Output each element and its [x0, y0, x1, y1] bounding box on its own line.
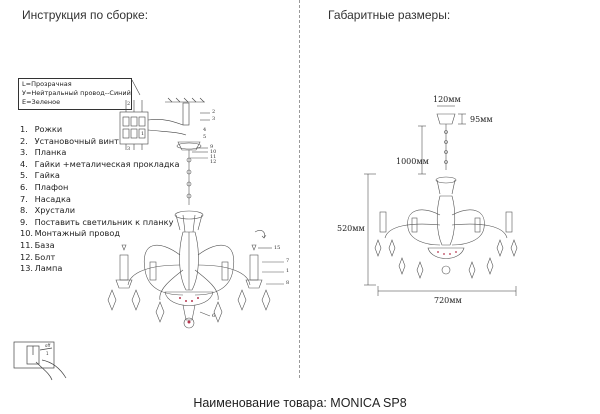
parts-list-item: 12. Болт	[20, 252, 179, 264]
callout-label: 3	[127, 146, 131, 152]
part-label: Болт	[34, 251, 56, 262]
product-name: Наименование товара: MONICA SP8	[193, 396, 407, 410]
part-label: Рожки	[34, 124, 63, 134]
callout-label: 2	[127, 101, 131, 107]
part-label: Гайка	[34, 170, 60, 181]
part-label: База	[34, 239, 55, 250]
part-number: 5.	[20, 170, 28, 181]
callout-label: 8	[286, 280, 290, 286]
callout-label: 4	[203, 127, 207, 133]
callout-label: 1	[141, 131, 145, 137]
parts-list-item: 5. Гайка	[20, 170, 179, 182]
parts-list-item: 7. Насадка	[20, 194, 179, 206]
part-number: 8.	[20, 205, 28, 216]
part-label: Гайки +металическая прокладка	[34, 158, 180, 169]
part-label: Поставить светильник к планку	[34, 216, 174, 227]
part-label: Лампа	[34, 263, 63, 274]
part-number: 12.	[20, 251, 34, 262]
parts-list: 1. Рожки 2. Установочный винт 3. Планка …	[20, 124, 179, 275]
callout-label: 12	[210, 159, 217, 165]
wiring-legend-line: E=Зеленое	[22, 98, 61, 106]
part-label: Планка	[34, 147, 67, 158]
parts-list-item: 6. Плафон	[20, 182, 179, 194]
parts-list-item: 3. Планка	[20, 147, 179, 159]
parts-list-item: 11. База	[20, 240, 179, 252]
parts-list-item: 10. Монтажный провод	[20, 228, 179, 240]
part-number: 9.	[20, 216, 28, 227]
part-number: 13.	[20, 263, 34, 274]
callout-label: 5	[203, 134, 207, 140]
part-number: 7.	[20, 193, 28, 204]
callout-label: 15	[274, 245, 281, 251]
part-number: 10.	[20, 228, 34, 239]
chain-length-label: 1000мм	[396, 157, 429, 166]
callout-label: 6	[212, 313, 216, 319]
part-number: 1.	[20, 124, 28, 134]
callout-label: 9	[210, 144, 214, 150]
callout-label: 3	[212, 116, 216, 122]
callout-label: 1	[286, 268, 290, 274]
parts-list-item: 8. Хрустали	[20, 205, 179, 217]
part-number: 3.	[20, 147, 28, 158]
parts-list-item: 13. Лампа	[20, 263, 179, 275]
parts-list-item: 1. Рожки	[20, 124, 179, 136]
part-label: Хрустали	[34, 205, 76, 216]
part-number: 4.	[20, 158, 28, 169]
overall-width-label: 720мм	[434, 296, 462, 305]
svg-text:1: 1	[46, 351, 49, 356]
wiring-legend: L=Прозрачная У=Нейтральный провод--Синий…	[18, 78, 132, 110]
wiring-legend-line: L=Прозрачная	[22, 80, 72, 88]
canopy-height-label: 95мм	[470, 115, 493, 124]
part-number: 2.	[20, 135, 28, 146]
part-label: Насадка	[34, 193, 71, 204]
part-label: Установочный винт	[34, 135, 119, 146]
canopy-width-label: 120мм	[433, 95, 461, 104]
callout-label: 7	[286, 258, 290, 264]
page-divider	[299, 0, 300, 378]
parts-list-item: 9. Поставить светильник к планку	[20, 217, 179, 229]
part-label: Плафон	[34, 181, 69, 192]
wiring-legend-line: У=Нейтральный провод--Синий	[22, 89, 131, 97]
body-height-label: 520мм	[337, 224, 365, 233]
part-label: Монтажный провод	[34, 228, 120, 239]
parts-list-item: 2. Установочный винт	[20, 136, 179, 148]
part-number: 11.	[20, 239, 34, 250]
part-number: 6.	[20, 181, 28, 192]
callout-label: 11	[210, 154, 217, 160]
svg-text:off: off	[45, 343, 50, 348]
callout-label: 2	[212, 109, 216, 115]
dimensions-heading: Габаритные размеры:	[328, 8, 451, 22]
parts-list-item: 4. Гайки +металическая прокладка	[20, 159, 179, 171]
assembly-heading: Инструкция по сборке:	[22, 8, 149, 22]
callout-label: 10	[210, 149, 217, 155]
